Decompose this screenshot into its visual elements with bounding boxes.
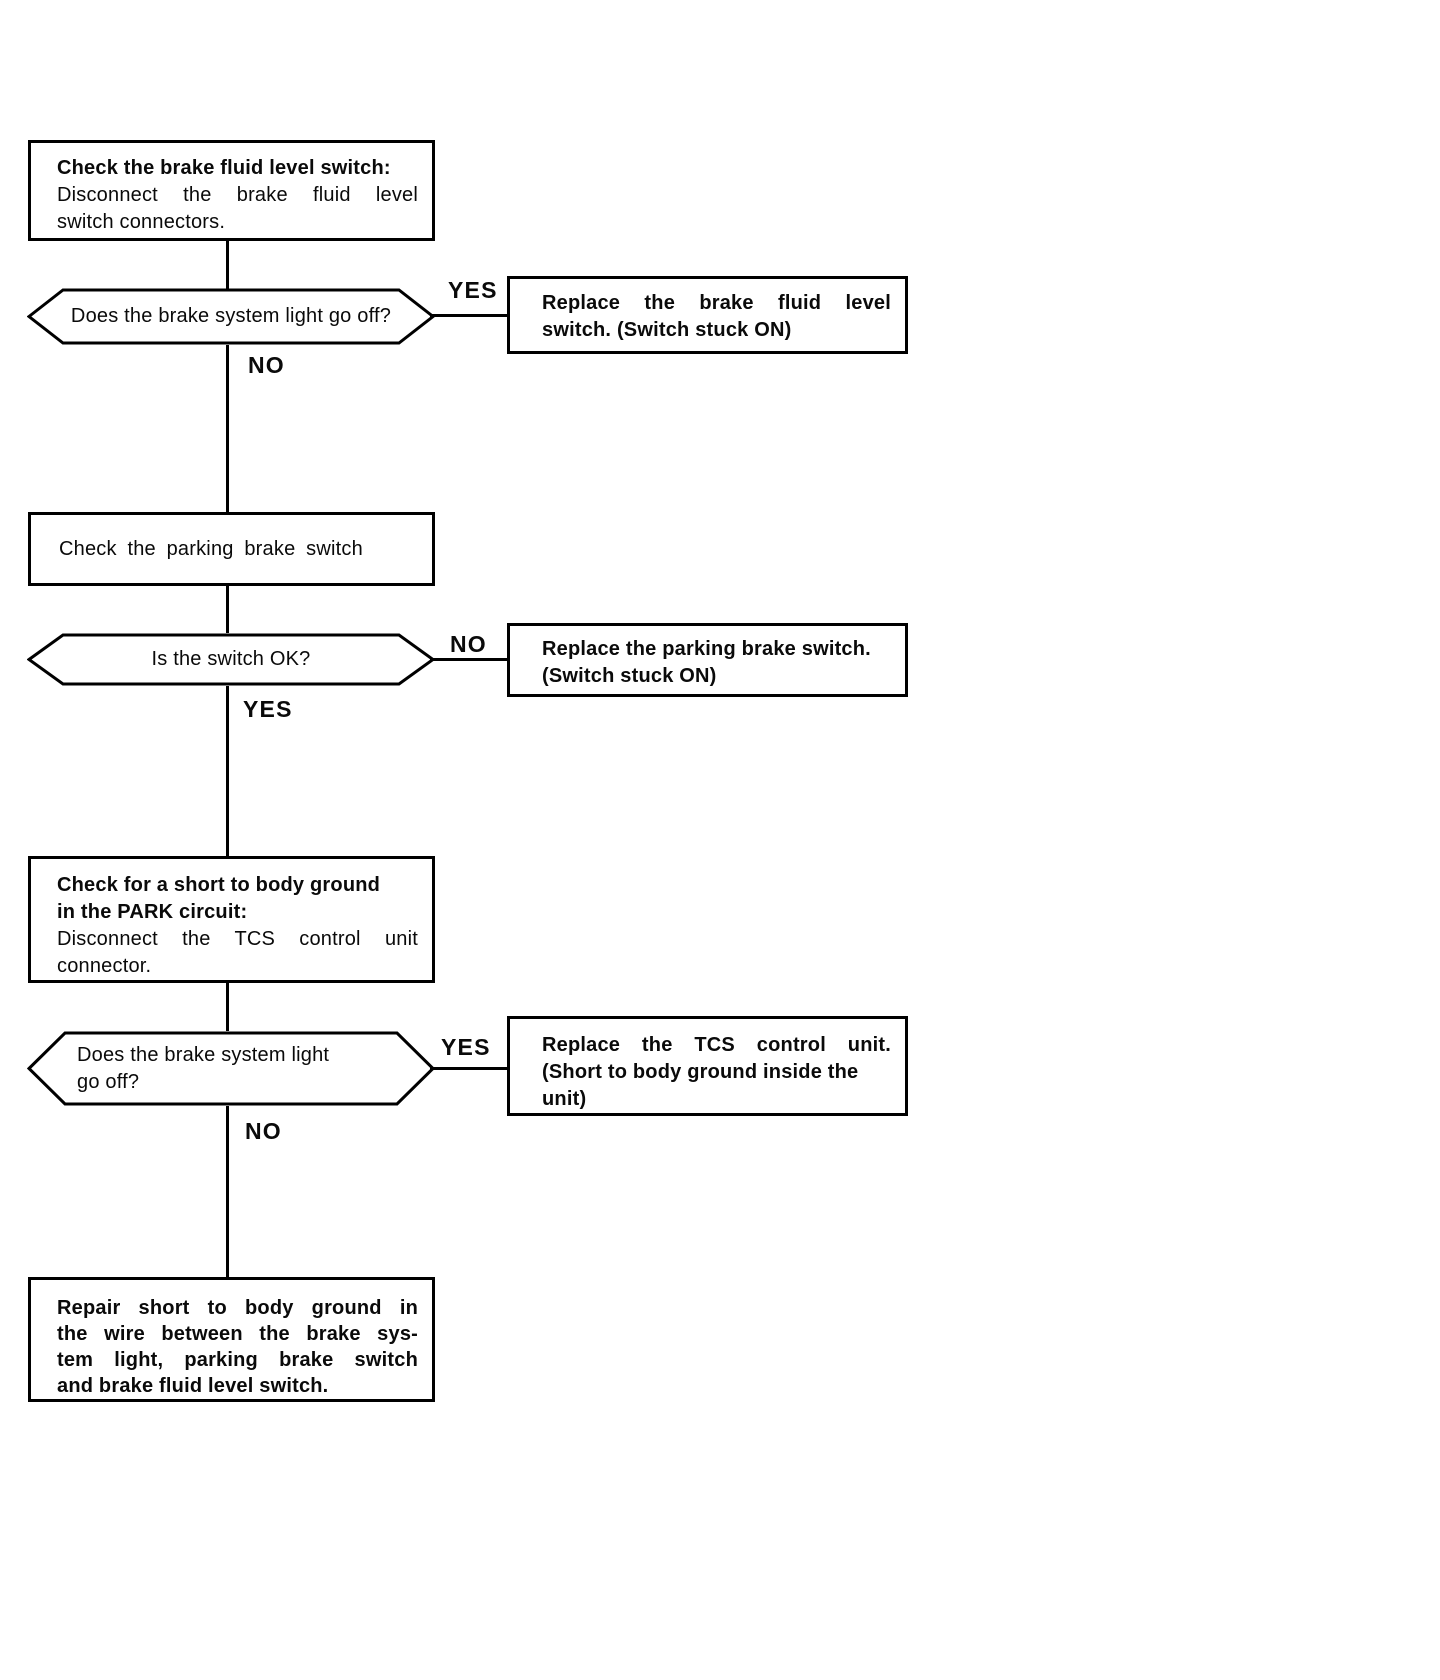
- box-check-brake-fluid-level-switch: Check the brake fluid level switch: Disc…: [28, 140, 435, 241]
- decision-question: Does the brake system light go off?: [70, 305, 392, 327]
- text-line: in the PARK circuit:: [57, 901, 248, 923]
- box-check-parking-brake-switch: Check the parking brake switch: [28, 512, 435, 586]
- decision-question: Is the switch OK?: [151, 648, 311, 670]
- text-line: Disconnect the TCS control unit: [57, 928, 418, 950]
- flow-line-down-3: [226, 586, 229, 633]
- box-repair-short-to-body-ground: Repair short to body ground in the wire …: [28, 1277, 435, 1402]
- label-yes-1: YES: [448, 277, 498, 303]
- text-line: and brake fluid level switch.: [57, 1375, 329, 1397]
- text-line: tem light, parking brake switch: [57, 1349, 418, 1371]
- box-check-short-park-circuit: Check for a short to body ground in the …: [28, 856, 435, 983]
- text-line: connector.: [57, 955, 152, 977]
- decision-brake-system-light-off-1: Does the brake system light go off?: [27, 288, 435, 345]
- text-line: Check the brake fluid level switch:: [57, 157, 391, 179]
- flow-line-down-6: [226, 1106, 229, 1278]
- text-line: switch. (Switch stuck ON): [542, 319, 792, 341]
- text-line: switch connectors.: [57, 211, 226, 233]
- text-line: Check for a short to body ground: [57, 874, 381, 896]
- text-line: unit): [542, 1088, 587, 1110]
- label-no-3: NO: [245, 1118, 282, 1144]
- decision-question: Does the brake system light: [77, 1043, 330, 1066]
- flow-line-yes-3: [430, 1067, 509, 1070]
- flow-line-down-2: [226, 345, 229, 513]
- box-replace-tcs-control-unit: Replace the TCS control unit. (Short to …: [507, 1016, 908, 1116]
- flow-line-no-2: [430, 658, 509, 661]
- text-line: Replace the TCS control unit.: [542, 1034, 891, 1056]
- text-line: (Switch stuck ON): [542, 665, 717, 687]
- text-line: Disconnect the brake fluid level: [57, 184, 418, 206]
- label-yes-3: YES: [441, 1034, 491, 1060]
- decision-brake-system-light-off-2: Does the brake system light go off?: [27, 1031, 435, 1106]
- text-line: Replace the brake fluid level: [542, 292, 891, 314]
- decision-question: go off?: [77, 1070, 140, 1093]
- flow-line-down-5: [226, 983, 229, 1031]
- text-line: Replace the parking brake switch.: [542, 638, 871, 660]
- flow-line-down-4: [226, 686, 229, 857]
- decision-is-switch-ok: Is the switch OK?: [27, 633, 435, 686]
- text-line: Check the parking brake switch: [59, 537, 363, 560]
- label-no-2: NO: [450, 631, 487, 657]
- label-no-1: NO: [248, 352, 285, 378]
- flow-line-yes-1: [430, 314, 509, 317]
- label-yes-2: YES: [243, 696, 293, 722]
- text-line: Repair short to body ground in: [57, 1297, 418, 1319]
- box-replace-brake-fluid-level-switch: Replace the brake fluid level switch. (S…: [507, 276, 908, 354]
- text-line: the wire between the brake sys-: [57, 1323, 418, 1345]
- flow-line-down-1: [226, 241, 229, 290]
- text-line: (Short to body ground inside the: [542, 1061, 859, 1083]
- box-replace-parking-brake-switch: Replace the parking brake switch. (Switc…: [507, 623, 908, 697]
